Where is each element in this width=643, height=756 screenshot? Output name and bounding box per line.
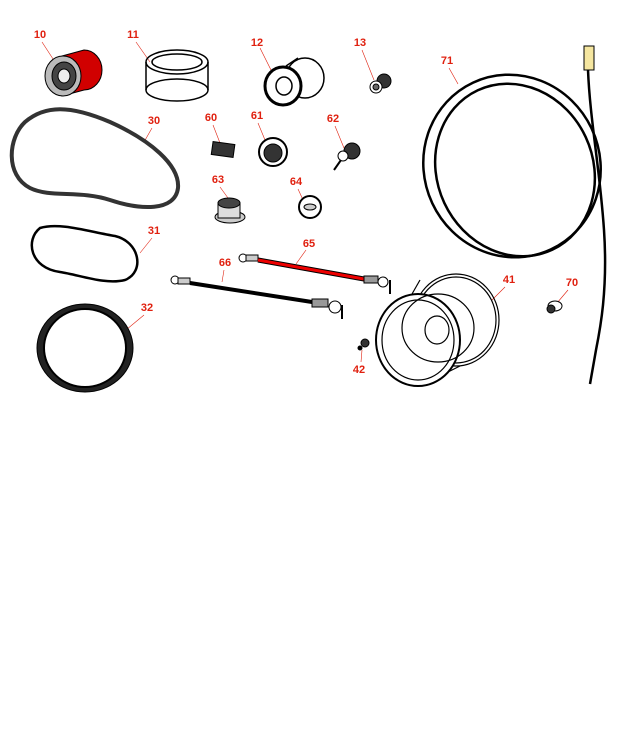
clip-part (210, 140, 236, 159)
connector-part (546, 300, 563, 314)
grease-fitting-part (369, 73, 392, 94)
callout-32[interactable]: 32 (140, 302, 154, 314)
callout-12[interactable]: 12 (250, 37, 264, 49)
callout-70[interactable]: 70 (565, 277, 579, 289)
callout-61[interactable]: 61 (250, 110, 264, 122)
wheel-rim-part (375, 273, 500, 387)
valve-stem-part (357, 338, 370, 351)
callout-66[interactable]: 66 (218, 257, 232, 269)
pulley-part (44, 49, 103, 97)
callout-62[interactable]: 62 (326, 113, 340, 125)
wheel-hub-part (263, 57, 325, 107)
tie-rod-part (170, 275, 343, 319)
callout-13[interactable]: 13 (353, 37, 367, 49)
switch-part (258, 137, 288, 167)
belt-large-part (9, 107, 181, 210)
cap-part (298, 195, 322, 219)
tie-rod-red-part (238, 253, 391, 294)
belt-small-part (30, 224, 139, 283)
callout-65[interactable]: 65 (302, 238, 316, 250)
callout-10[interactable]: 10 (33, 29, 47, 41)
callout-11[interactable]: 11 (127, 29, 139, 41)
callout-30[interactable]: 30 (147, 115, 161, 127)
callout-63[interactable]: 63 (211, 174, 225, 186)
callout-41[interactable]: 41 (502, 274, 516, 286)
solenoid-part (214, 197, 246, 224)
bearing-ring-part (145, 49, 209, 102)
callout-60[interactable]: 60 (204, 112, 218, 124)
cable-part (422, 45, 607, 385)
leader-lines (41, 41, 569, 363)
callout-42[interactable]: 42 (352, 364, 366, 376)
key-switch-part (333, 142, 361, 171)
callout-71[interactable]: 71 (440, 55, 454, 67)
v-belt-part (36, 303, 134, 393)
callout-64[interactable]: 64 (289, 176, 303, 188)
callout-31[interactable]: 31 (147, 225, 161, 237)
